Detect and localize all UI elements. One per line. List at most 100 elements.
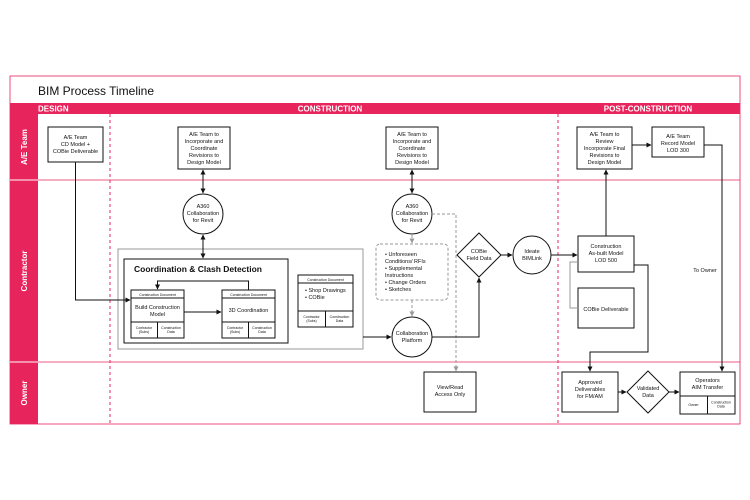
svg-text:Review: Review: [595, 139, 613, 145]
svg-text:A360: A360: [406, 204, 419, 210]
cobie-deliverable-box: [577, 287, 635, 329]
diagram-title: BIM Process Timeline: [38, 84, 154, 98]
svg-text:• Unforeseen: • Unforeseen: [385, 252, 417, 258]
a360-collaboration-node-1: [182, 193, 224, 235]
svg-text:A/E Team to: A/E Team to: [397, 132, 427, 138]
svg-text:A/E Team to: A/E Team to: [590, 132, 620, 138]
asbuilt-label-2: As-built Model: [589, 251, 624, 257]
cobie-deliverable-label: COBie Deliverable: [583, 307, 628, 313]
shop-data-cell-1: Construction: [330, 315, 350, 319]
operators-owner-cell: Owner: [688, 403, 699, 407]
view-read-label-1: View/Read: [437, 385, 464, 391]
asbuilt-label-3: LOD 500: [595, 258, 617, 264]
asbuilt-model-box: [577, 235, 635, 273]
build-model-label-2: Model: [150, 312, 165, 318]
cobie-field-data-label-1: COBie: [471, 249, 487, 255]
shop-drawings-item: • Shop Drawings: [305, 288, 346, 294]
lane-contractor: Contractor: [20, 251, 29, 292]
build-model-doc-label: Construction Document: [139, 293, 176, 297]
collaboration-platform-node: [391, 316, 433, 358]
approved-label-2: Deliverables: [575, 387, 606, 393]
svg-text:Collaboration: Collaboration: [187, 211, 219, 217]
shop-doc-label: Construction Document: [307, 278, 344, 282]
build-subs-cell-2: (Subs): [139, 330, 149, 334]
coordination-clash-title: Coordination & Clash Detection: [134, 264, 262, 274]
svg-text:Coordinate: Coordinate: [191, 146, 218, 152]
unforeseen-conditions-list: • Unforeseen Conditions/ RFIs • Suppleme…: [385, 252, 426, 293]
shop-data-cell-2: Data: [336, 319, 343, 323]
view-read-access-box: [423, 371, 477, 413]
asbuilt-label-1: Construction: [591, 244, 622, 250]
view-read-label-2: Access Only: [435, 392, 466, 398]
approved-deliverables-box: [561, 371, 619, 413]
svg-text:A360: A360: [197, 204, 210, 210]
svg-text:Incorporate and: Incorporate and: [393, 139, 432, 145]
svg-text:Conditions/ RFIs: Conditions/ RFIs: [385, 259, 426, 265]
svg-text:A/E Team: A/E Team: [64, 135, 88, 141]
lane-owner: Owner: [20, 381, 29, 406]
a360-collaboration-label-2: A360 Collaboration for Revit: [396, 204, 428, 224]
svg-text:Collaboration: Collaboration: [396, 211, 428, 217]
approved-label-3: for FM/AM: [577, 394, 603, 400]
phase-header-bar: [10, 103, 740, 114]
shop-cobie-item: • COBie: [305, 295, 325, 301]
svg-text:Revisions to: Revisions to: [397, 153, 427, 159]
build-subs-cell-1: Contractor: [136, 326, 153, 330]
collaboration-platform-label-2: Platform: [402, 338, 423, 344]
svg-text:Record Model: Record Model: [661, 141, 695, 147]
ae-record-model-label: A/E Team Record Model LOD 300: [661, 134, 695, 154]
ideate-bimlink-label-2: BIMLink: [522, 256, 542, 262]
operators-data-cell-1: Construction: [711, 401, 731, 405]
svg-text:Instructions: Instructions: [385, 273, 413, 279]
svg-text:Design Model: Design Model: [395, 160, 429, 166]
svg-text:Revisions to: Revisions to: [189, 153, 219, 159]
a360-collaboration-label-1: A360 Collaboration for Revit: [187, 204, 219, 224]
ideate-bimlink-node: [512, 235, 552, 275]
operators-data-cell-2: Data: [717, 405, 724, 409]
phase-post-construction: POST-CONSTRUCTION: [604, 105, 693, 114]
svg-text:Design Model: Design Model: [187, 160, 221, 166]
coord-subs-cell-1: Contractor: [227, 326, 244, 330]
validated-label-2: Data: [642, 393, 655, 399]
coord-3d-doc-label: Construction Document: [230, 293, 267, 297]
phase-construction: CONSTRUCTION: [298, 105, 363, 114]
coord-3d-label: 3D Coordination: [229, 308, 269, 314]
svg-text:A/E Team: A/E Team: [666, 134, 690, 140]
operators-label-2: AIM Transfer: [692, 385, 724, 391]
shop-subs-cell-1: Contractor: [303, 315, 320, 319]
cobie-field-data-label-2: Field Data: [466, 256, 492, 262]
svg-text:• Supplemental: • Supplemental: [385, 266, 422, 272]
shop-subs-cell-2: (Subs): [306, 319, 316, 323]
build-data-cell-1: Construction: [161, 326, 181, 330]
ideate-bimlink-label-1: Ideate: [524, 249, 539, 255]
collaboration-platform-label-1: Collaboration: [396, 331, 428, 337]
build-model-label-1: Build Construction: [135, 305, 180, 311]
svg-text:A/E Team to: A/E Team to: [189, 132, 219, 138]
svg-text:COBie Deliverable: COBie Deliverable: [53, 149, 98, 155]
ae-revisions-box-2: [385, 126, 439, 170]
ae-revisions-box-1: [177, 126, 231, 170]
ae-revisions-label-1: A/E Team to Incorporate and Coordinate R…: [185, 132, 224, 166]
validated-label-1: Validated: [637, 386, 660, 392]
svg-text:Coordinate: Coordinate: [399, 146, 426, 152]
svg-text:Design Model: Design Model: [588, 160, 622, 166]
svg-text:• Change Orders: • Change Orders: [385, 280, 426, 286]
ae-revisions-label-2: A/E Team to Incorporate and Coordinate R…: [393, 132, 432, 166]
operators-label-1: Operators: [695, 378, 720, 384]
svg-text:for Revit: for Revit: [402, 218, 423, 224]
svg-text:Revisions to: Revisions to: [590, 153, 620, 159]
ae-cd-model-label: A/E Team CD Model + COBie Deliverable: [53, 135, 98, 155]
coord-subs-cell-2: (Subs): [230, 330, 240, 334]
phase-design: DESIGN: [38, 105, 69, 114]
cobie-field-data-diamond: [456, 232, 502, 278]
connectors: [75, 142, 725, 395]
svg-text:Incorporate and: Incorporate and: [185, 139, 224, 145]
svg-text:LOD 300: LOD 300: [667, 148, 689, 154]
svg-text:for Revit: for Revit: [193, 218, 214, 224]
svg-text:Incorporate Final: Incorporate Final: [584, 146, 625, 152]
ae-review-label: A/E Team to Review Incorporate Final Rev…: [584, 132, 625, 166]
to-owner-label: To Owner: [693, 268, 717, 274]
lane-ae-team: A/E Team: [20, 129, 29, 165]
svg-text:• Sketches: • Sketches: [385, 287, 411, 293]
approved-label-1: Approved: [578, 380, 602, 386]
